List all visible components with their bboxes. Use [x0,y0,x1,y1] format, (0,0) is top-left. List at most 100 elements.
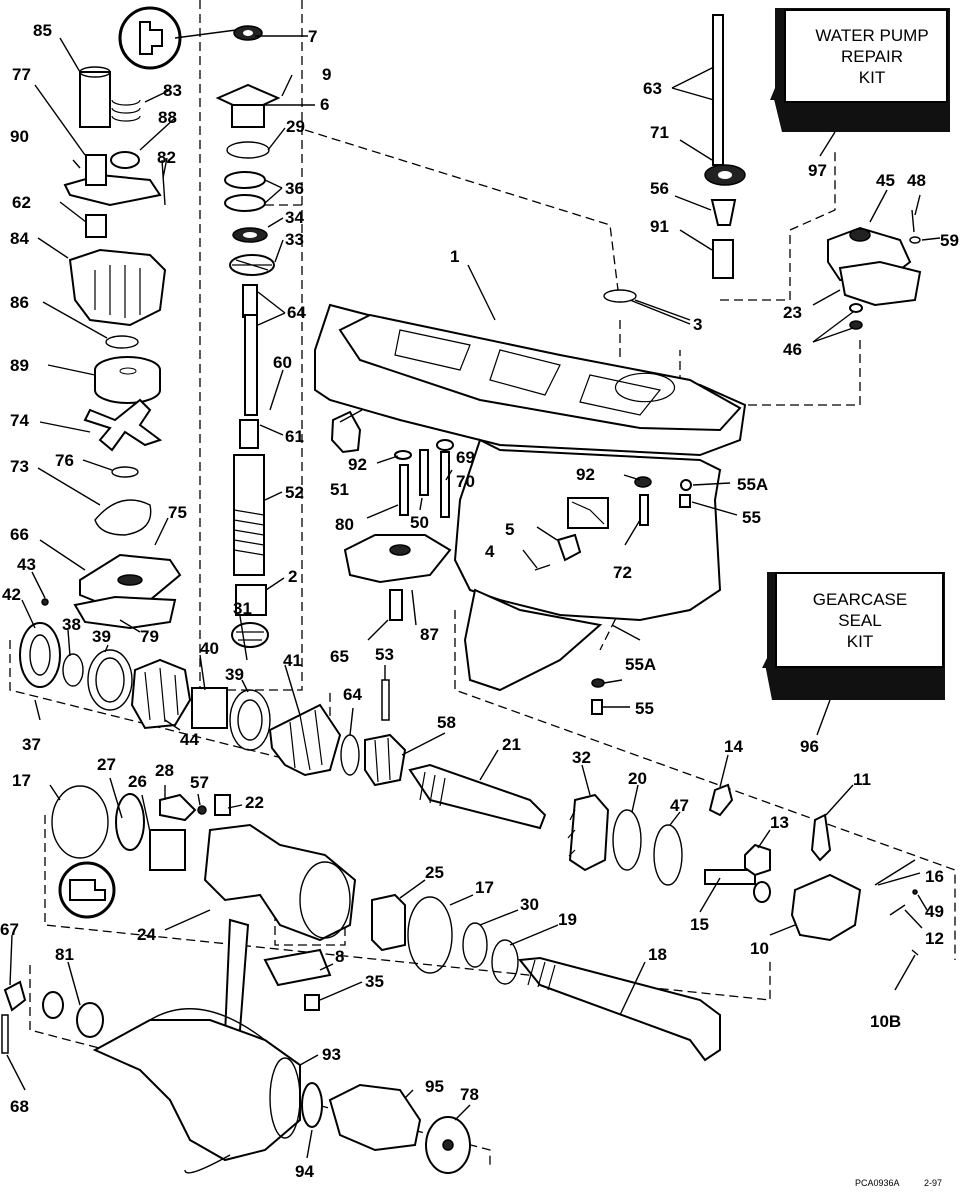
callout-36: 36 [285,179,304,198]
callout-88: 88 [158,108,177,127]
callout-85: 85 [33,21,52,40]
callout-95: 95 [425,1077,444,1096]
callout-55b: 55 [635,699,654,718]
callout-23: 23 [783,303,802,322]
callout-9: 9 [322,65,331,84]
callout-15: 15 [690,915,709,934]
callout-55a: 55 [742,508,761,527]
callout-65: 65 [330,647,349,666]
callout-10: 10 [750,939,769,958]
callout-17b: 17 [475,878,494,897]
callout-10b: 10B [870,1012,901,1031]
callout-35: 35 [365,972,384,991]
callout-94: 94 [295,1162,314,1181]
callout-32: 32 [572,748,591,767]
water-pump-kit-line-2: REPAIR [841,47,903,66]
callout-39a: 39 [92,627,111,646]
callout-58: 58 [437,713,456,732]
callout-66: 66 [10,525,29,544]
callout-78: 78 [460,1085,479,1104]
callout-11: 11 [853,770,871,789]
callout-91: 91 [650,217,669,236]
callout-72: 72 [613,563,632,582]
callout-73: 73 [10,457,29,476]
callout-8: 8 [335,947,344,966]
callout-63: 63 [643,79,662,98]
callout-46: 46 [783,340,802,359]
callout-4: 4 [485,542,495,561]
callout-89: 89 [10,356,29,375]
callout-55A1: 55A [737,475,768,494]
callout-19: 19 [558,910,577,929]
callout-18: 18 [648,945,667,964]
callout-22: 22 [245,793,264,812]
callout-71: 71 [650,123,669,142]
drawing-footer: PCA0936A 2-97 [855,1178,942,1188]
callout-50: 50 [410,513,429,532]
callout-40: 40 [200,639,219,658]
callout-51: 51 [330,480,349,499]
callout-1: 1 [450,247,459,266]
callout-67: 67 [0,920,19,939]
callout-42: 42 [2,585,21,604]
callout-20: 20 [628,769,647,788]
callout-7: 7 [308,27,317,46]
callout-84: 84 [10,229,29,248]
callout-80: 80 [335,515,354,534]
bearing-housing-and-propshaft [51,785,721,1062]
callout-57: 57 [190,773,209,792]
callout-30: 30 [520,895,539,914]
callout-64b: 64 [343,685,362,704]
callout-44: 44 [180,730,199,749]
callout-39b: 39 [225,665,244,684]
callout-60: 60 [273,353,292,372]
mid-hardware-parts [330,410,692,715]
water-pump-kit-line-1: WATER PUMP [815,26,928,45]
water-pump-repair-kit-box: WATER PUMP REPAIR KIT [770,8,950,132]
callout-37: 37 [22,735,41,754]
callout-74: 74 [10,411,29,430]
callout-2: 2 [288,567,297,586]
callout-47: 47 [670,796,689,815]
gearcase-kit-line-1: GEARCASE [813,590,907,609]
callout-87: 87 [420,625,439,644]
callout-96: 96 [800,737,819,756]
callout-93: 93 [322,1045,341,1064]
callout-61: 61 [285,427,304,446]
callout-43: 43 [17,555,36,574]
callout-69: 69 [456,448,475,467]
callout-48: 48 [907,171,926,190]
callout-38: 38 [62,615,81,634]
callout-24: 24 [137,925,156,944]
callout-53: 53 [375,645,394,664]
callout-52: 52 [285,483,304,502]
callout-68: 68 [10,1097,29,1116]
callout-45: 45 [876,171,895,190]
callout-26: 26 [128,772,147,791]
callout-92a: 92 [348,455,367,474]
callout-3: 3 [693,315,702,334]
callout-77: 77 [12,65,31,84]
drawing-revision: 2-97 [924,1178,942,1188]
callout-64a: 64 [287,303,306,322]
callout-70: 70 [456,472,475,491]
callout-34: 34 [285,208,304,227]
callout-17a: 17 [12,771,31,790]
callout-79: 79 [140,627,159,646]
gearcase-housing [314,303,747,692]
callout-14: 14 [724,737,743,756]
callout-56: 56 [650,179,669,198]
callout-75: 75 [168,503,187,522]
water-pump-parts [41,6,237,630]
gearcase-kit-line-2: SEAL [838,611,881,630]
callout-33: 33 [285,230,304,249]
propeller-assembly [1,918,471,1174]
callout-labels: 85 77 83 88 90 82 62 84 86 89 74 76 73 7… [0,21,959,1181]
shift-rod-parts [603,14,922,330]
callout-29: 29 [286,117,305,136]
leader-lines [6,35,941,1159]
gearcase-seal-kit-box: GEARCASE SEAL KIT [762,572,945,700]
callout-62: 62 [12,193,31,212]
callout-41: 41 [283,651,302,670]
